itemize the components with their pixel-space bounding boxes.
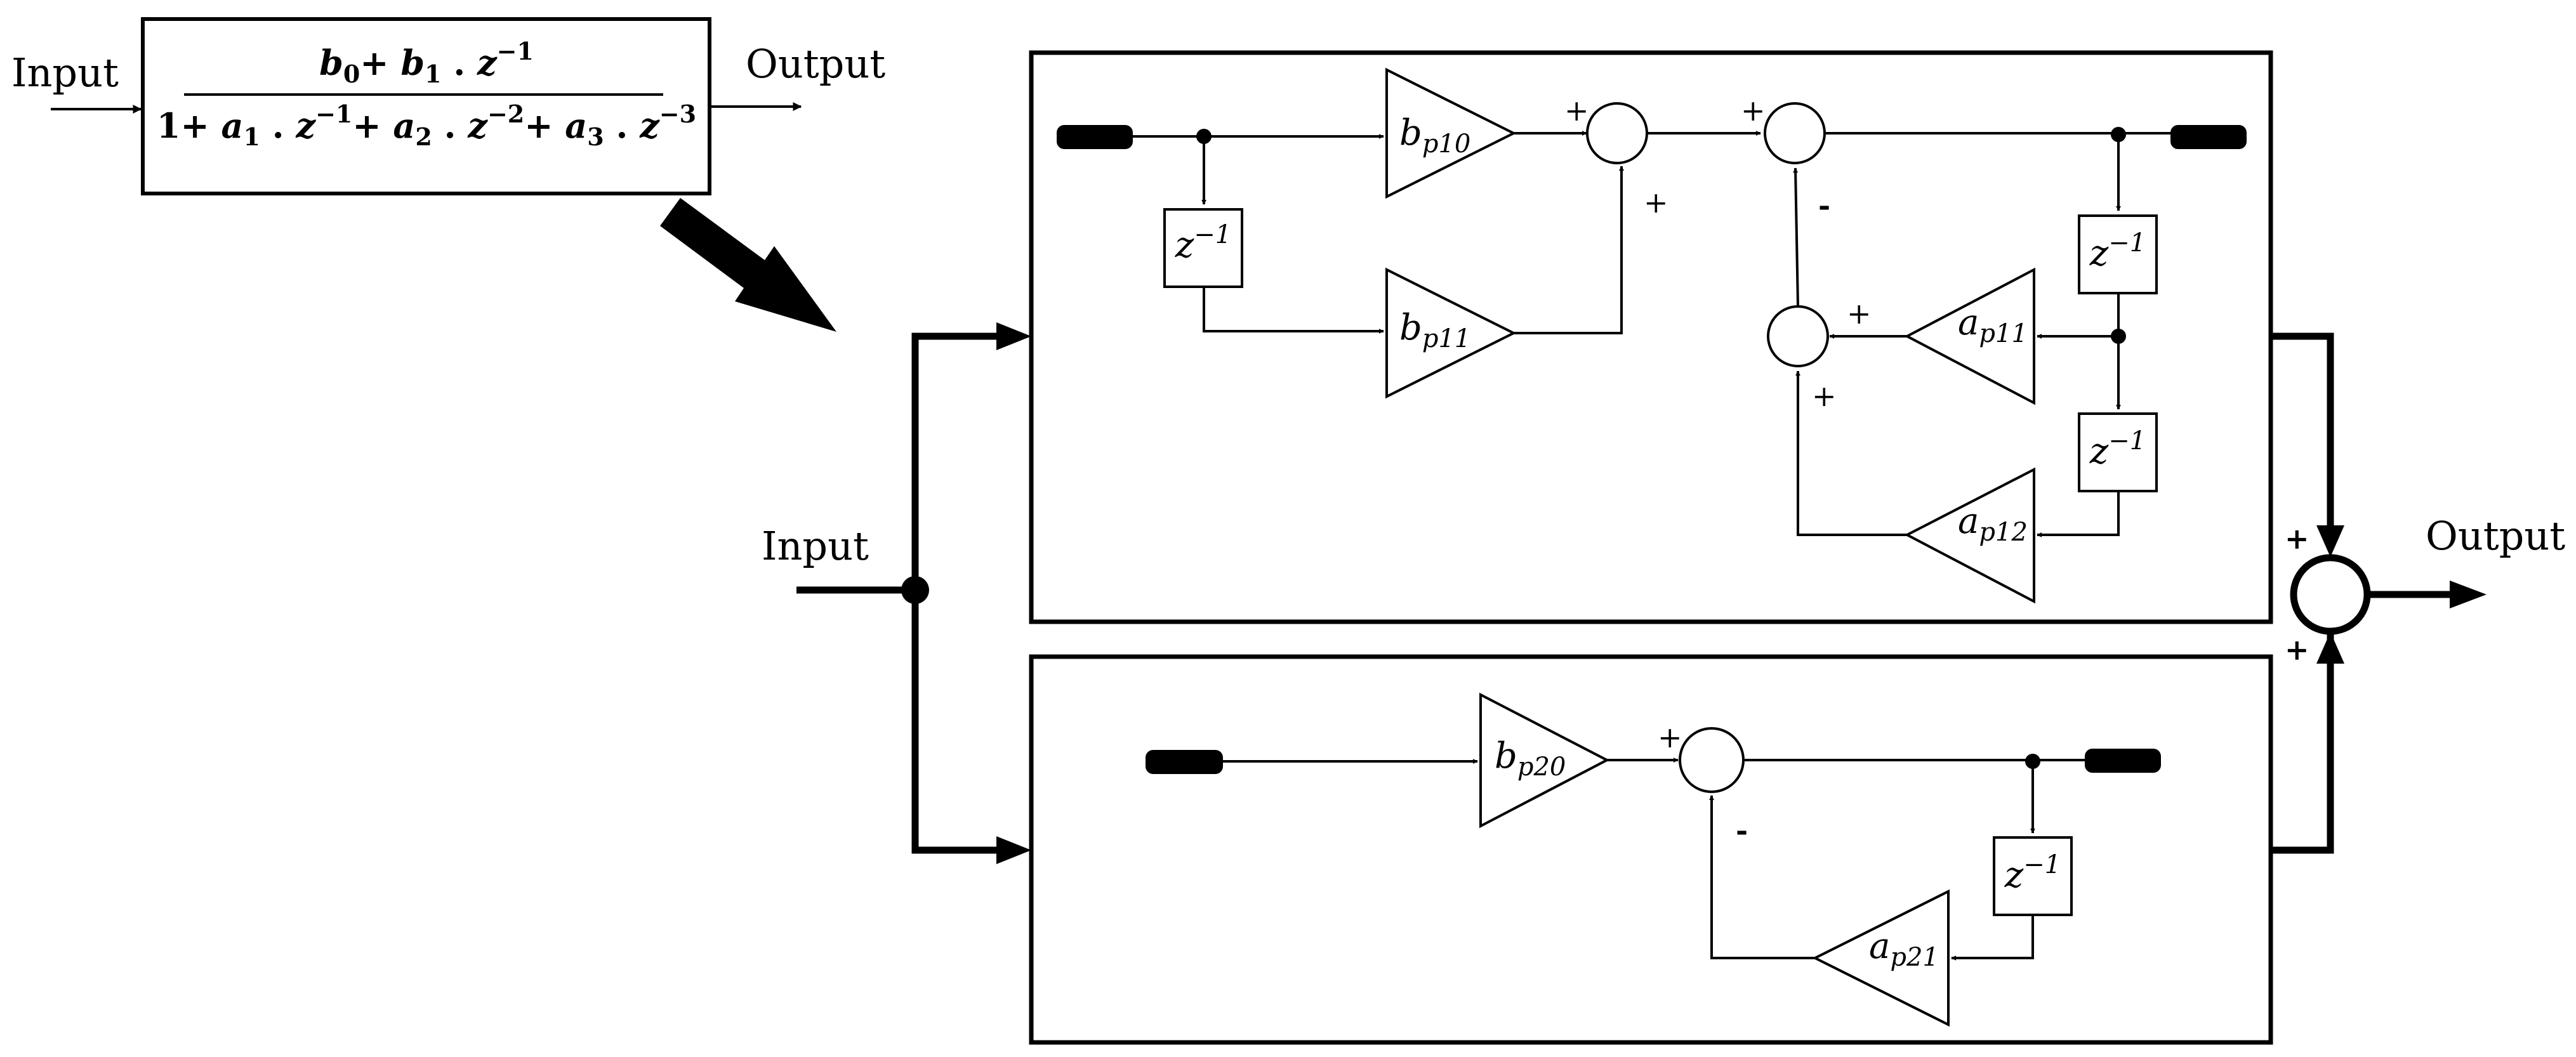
tf-denominator: 1+ a1 . z−1+ a2 . z−2+ a3 . z−3 <box>157 100 696 151</box>
decomposition-arrow <box>660 198 836 332</box>
section1-block: bp10 + + z−1 bp11 + - z−1 z−1 ap11 + <box>1029 50 2273 624</box>
output-summing-junction <box>2290 554 2371 635</box>
s1-sum1-plus-bottom: + <box>1644 185 1668 220</box>
s2-feedback-sum <box>1679 727 1745 793</box>
sum2-arrowhead <box>2316 632 2344 664</box>
svg-text:b0+ b1 . z−1: b0+ b1 . z−1 <box>319 37 534 88</box>
s1-delay-feedback-1 <box>2078 214 2158 294</box>
gain-ap12 <box>1904 467 2035 604</box>
s1-sum2-plus-left: + <box>1741 93 1766 128</box>
s1-delay-forward <box>1163 208 1243 288</box>
gain-bp10-label: bp10 <box>1399 112 1470 159</box>
section2-output-terminal <box>2085 749 2161 773</box>
s1-delay-feedback-2 <box>2078 412 2158 492</box>
parallel-input-label: Input <box>762 523 869 569</box>
s2-sum-minus: - <box>1736 813 1748 848</box>
s1-delay-feedback-1-label: z−1 <box>2089 228 2146 274</box>
s1-delay-forward-label: z−1 <box>1175 220 1231 266</box>
gain-bp10 <box>1385 67 1517 199</box>
branch1-arrowhead <box>996 322 1031 350</box>
s1-delay-feedback-2-label: z−1 <box>2089 426 2146 472</box>
s1-forward-sum <box>1586 102 1648 164</box>
gain-bp11 <box>1385 267 1517 399</box>
tf-numerator: b0+ b1 . z−1 <box>319 37 534 88</box>
tf-output-label: Output <box>746 41 885 87</box>
output-arrowhead <box>2450 581 2487 608</box>
gain-ap21-label: ap21 <box>1869 926 1939 972</box>
sum1-arrowhead <box>2316 525 2344 557</box>
gain-ap12-label: ap12 <box>1958 501 2028 547</box>
s1-sum2-minus: - <box>1818 188 1830 223</box>
gain-bp20 <box>1479 692 1610 829</box>
sum-sign-bottom: + <box>2285 633 2309 667</box>
transfer-function-block: Input b0+ b1 . z−1 1+ a1 . z−1+ a2 . z−2… <box>11 17 885 195</box>
section2-output-line <box>2271 634 2334 854</box>
branch2-arrowhead <box>996 836 1031 864</box>
section2-input-terminal <box>1146 750 1223 774</box>
gain-ap21 <box>1812 889 1950 1027</box>
gain-bp11-label: bp11 <box>1399 307 1470 353</box>
tf-input-label: Input <box>11 49 119 96</box>
section1-input-terminal <box>1057 125 1133 149</box>
section1-output-line <box>2271 332 2334 530</box>
s1-feedback-add <box>1767 305 1829 367</box>
section1-output-terminal <box>2170 125 2247 149</box>
parallel-output-label: Output <box>2426 513 2565 559</box>
gain-bp20-label: bp20 <box>1495 735 1566 782</box>
s1-sum3-plus-bottom: + <box>1812 379 1837 413</box>
gain-ap11-label: ap11 <box>1958 302 2028 348</box>
s1-sum3-plus-right: + <box>1847 296 1872 331</box>
sum-sign-top: + <box>2285 522 2309 556</box>
s1-sum1-plus-left: + <box>1564 93 1589 128</box>
s1-feedback-sum <box>1764 102 1826 164</box>
s2-delay-label: z−1 <box>2004 850 2061 896</box>
branch-to-section2 <box>911 590 1000 854</box>
branch-to-section1 <box>911 332 1000 590</box>
s2-sum-plus-left: + <box>1658 720 1682 754</box>
section2-block: bp20 + - z−1 ap21 <box>1029 654 2273 1045</box>
svg-text:1+ a1 . z−1+ a2 . z−2+ a3 . z−: 1+ a1 . z−1+ a2 . z−2+ a3 . z−3 <box>157 100 696 151</box>
parallel-routing: Input + + Output <box>762 322 2565 864</box>
section2-frame <box>1029 654 2273 1045</box>
gain-ap11 <box>1904 267 2035 405</box>
